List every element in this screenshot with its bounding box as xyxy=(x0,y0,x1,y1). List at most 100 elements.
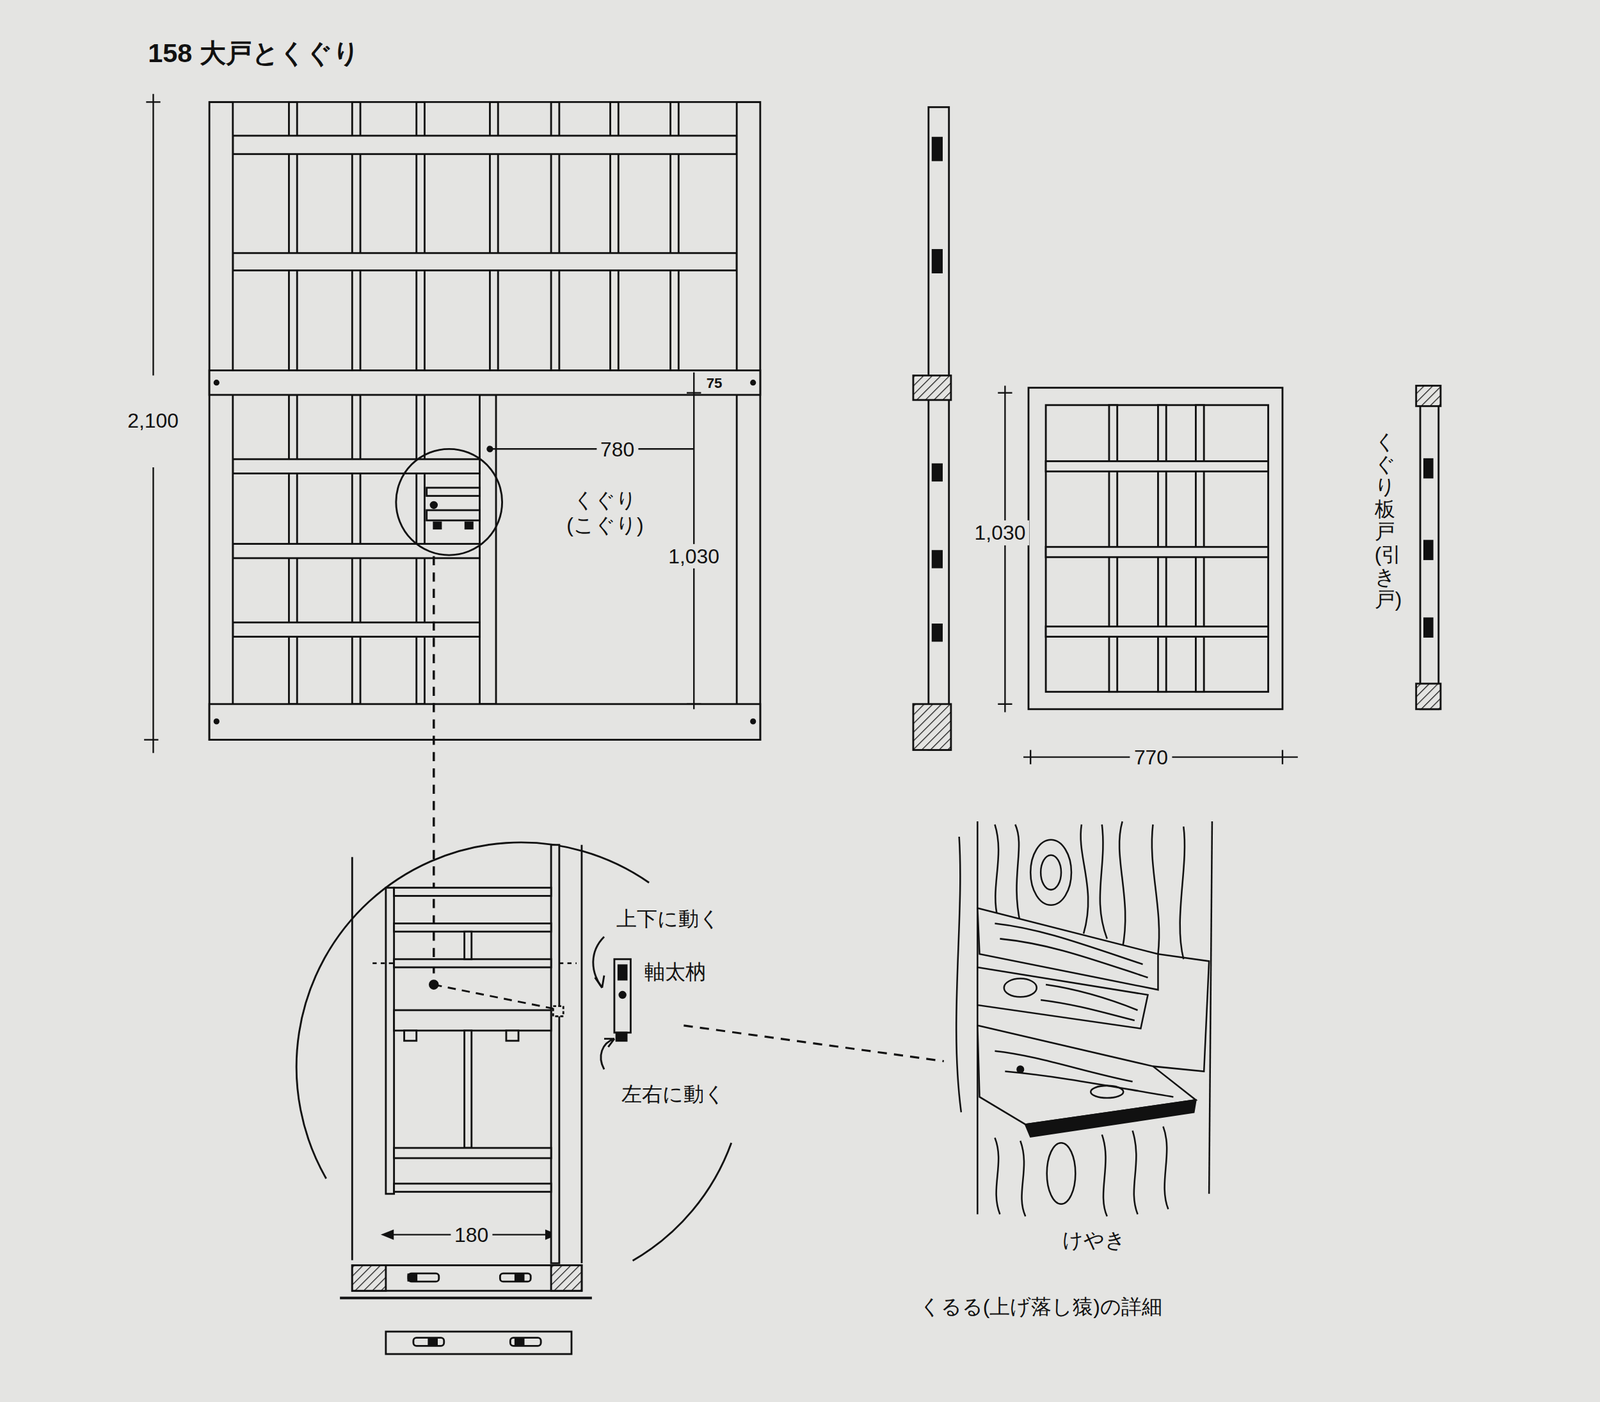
door-section xyxy=(932,464,942,481)
main-door xyxy=(232,622,480,637)
enlarged-detail xyxy=(618,965,627,980)
keyaki-latch-sketch xyxy=(956,821,1213,1216)
part-name: くぐり (こぐり) xyxy=(554,487,656,537)
dimension: 780 xyxy=(596,436,639,461)
dimension-line xyxy=(686,391,701,393)
wicket-section xyxy=(1420,385,1439,709)
part-name: くぐり板戸(引き戸) xyxy=(1374,430,1396,611)
main-door xyxy=(209,101,761,104)
latch-bar xyxy=(515,1338,524,1345)
enlarged-detail xyxy=(552,1006,564,1017)
keyaki-latch-sketch xyxy=(977,967,1148,1029)
door-section xyxy=(913,704,952,751)
main-door xyxy=(750,380,755,385)
wicket-section xyxy=(1424,618,1433,637)
dimension-line xyxy=(1029,750,1032,765)
enlarged-detail xyxy=(404,1030,417,1041)
dimension-line xyxy=(1004,385,1006,712)
enlarged-detail xyxy=(559,961,577,964)
main-door xyxy=(209,101,761,740)
keyaki-latch-sketch xyxy=(1004,978,1037,998)
wicket-section xyxy=(1416,683,1441,710)
dimension-line xyxy=(487,446,493,452)
dimension-line xyxy=(489,448,694,450)
wicket-section xyxy=(1424,458,1433,478)
keyaki-latch-sketch xyxy=(1102,1134,1108,1216)
keyaki-latch-sketch xyxy=(1025,1099,1196,1136)
main-door xyxy=(214,719,219,724)
keyaki-latch-sketch xyxy=(1004,1071,1174,1097)
latch-bar xyxy=(339,1296,592,1299)
wicket-door xyxy=(1028,387,1283,710)
detail-caption: くるる(上げ落し猿)の詳細 xyxy=(919,1294,1163,1319)
dimension-line xyxy=(1281,750,1284,765)
wicket-door xyxy=(1045,460,1268,472)
wicket-section xyxy=(1416,385,1441,709)
enlarged-detail xyxy=(683,1025,944,1062)
detail-marker xyxy=(432,556,436,980)
dimension: 180 xyxy=(450,1222,493,1247)
latch-bar xyxy=(413,1337,445,1346)
main-door xyxy=(209,101,233,740)
keyaki-latch-sketch xyxy=(1152,953,1209,1071)
main-door xyxy=(736,101,761,740)
main-door xyxy=(232,252,737,271)
enlarged-detail xyxy=(394,922,552,932)
enlarged-detail xyxy=(616,1032,627,1041)
enlarged-detail xyxy=(394,887,552,896)
enlarged-detail xyxy=(394,1009,552,1031)
enlarged-detail xyxy=(433,984,562,1010)
enlarged-detail xyxy=(600,1038,615,1070)
keyaki-latch-sketch xyxy=(994,824,999,919)
detail-marker xyxy=(433,522,441,529)
main-door xyxy=(232,458,480,473)
enlarged-detail xyxy=(394,1147,552,1158)
dimension-line xyxy=(686,703,701,705)
motion-note: 上下に動く xyxy=(616,906,720,931)
dimension: 1,030 xyxy=(664,544,724,569)
door-section xyxy=(932,551,942,568)
enlarged-detail xyxy=(551,844,560,1263)
main-door xyxy=(232,135,737,155)
keyaki-latch-sketch xyxy=(1040,855,1062,890)
main-door xyxy=(209,370,761,395)
main-door xyxy=(232,544,480,559)
latch-bar xyxy=(352,1264,386,1291)
keyaki-latch-sketch xyxy=(994,922,1143,964)
dimension-line xyxy=(152,467,154,753)
enlarged-detail xyxy=(632,1142,732,1261)
enlarged-detail xyxy=(296,842,649,1179)
wicket-door xyxy=(1045,626,1268,637)
dimension-line xyxy=(997,391,1012,393)
enlarged-detail xyxy=(351,856,354,1261)
keyaki-latch-sketch xyxy=(1030,839,1072,905)
main-door xyxy=(750,719,755,724)
enlarged-detail xyxy=(464,1030,472,1148)
enlarged-detail xyxy=(595,975,605,988)
wicket-section xyxy=(1416,385,1441,406)
door-section xyxy=(932,137,942,160)
main-door xyxy=(480,394,497,704)
keyaki-latch-sketch xyxy=(1090,1085,1124,1098)
wicket-door xyxy=(1028,387,1283,710)
latch-bar xyxy=(515,1274,524,1281)
enlarged-detail xyxy=(580,844,583,1263)
detail-marker xyxy=(430,501,438,509)
figure-title: 158 大戸とくぐり xyxy=(147,37,360,70)
keyaki-latch-sketch xyxy=(976,821,979,1215)
keyaki-latch-sketch xyxy=(1152,824,1160,954)
keyaki-latch-sketch xyxy=(1040,999,1135,1021)
wicket-door xyxy=(1045,546,1268,557)
keyaki-latch-sketch xyxy=(1132,1130,1138,1215)
keyaki-latch-sketch xyxy=(1047,1142,1076,1204)
enlarged-detail xyxy=(385,887,395,1194)
dimension-line xyxy=(382,1230,393,1239)
dimension-line xyxy=(145,101,160,103)
keyaki-latch-sketch xyxy=(999,938,1148,978)
keyaki-latch-sketch xyxy=(994,1137,1000,1215)
door-section xyxy=(932,250,942,273)
detail-marker xyxy=(396,448,503,555)
dimension-line xyxy=(997,703,1012,705)
latch-bar xyxy=(385,1331,572,1354)
enlarged-detail xyxy=(593,936,605,988)
